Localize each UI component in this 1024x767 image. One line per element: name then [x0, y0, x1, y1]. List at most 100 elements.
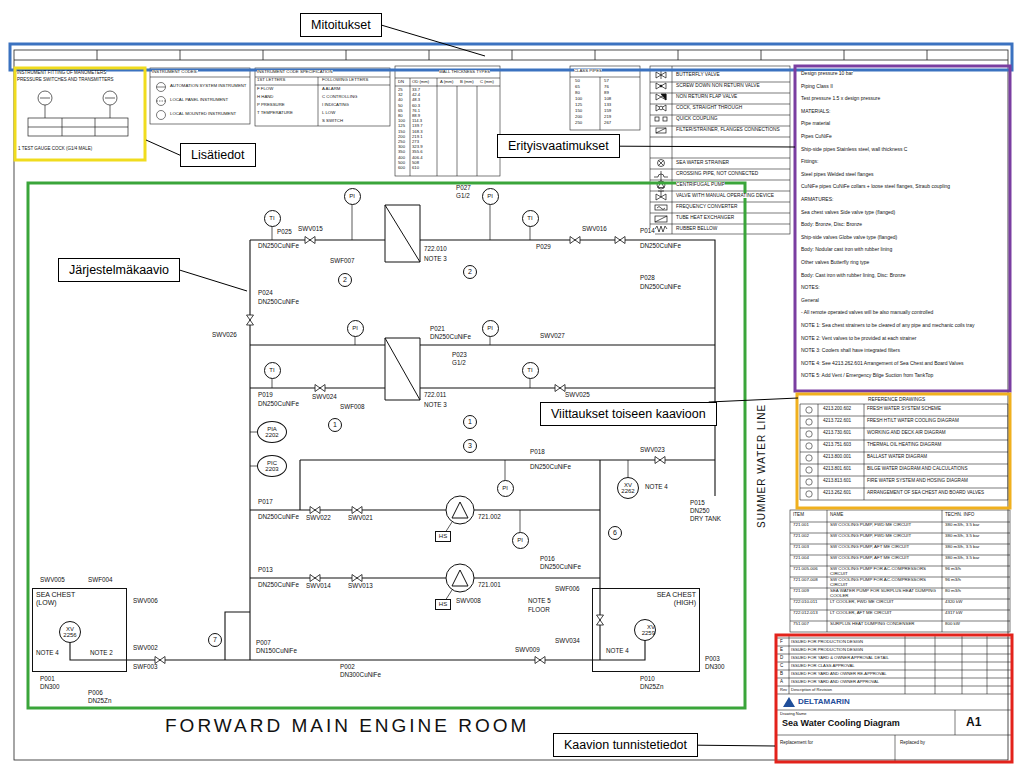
requirement-note: NOTE 4: See 4213.262.601 Arrangement of …: [801, 361, 964, 367]
valve-symbol: [535, 657, 545, 664]
requirement-note: Other valves Butterfly ring type: [801, 260, 869, 266]
hand-switch-box: HS: [435, 531, 451, 542]
leader-line: [709, 398, 798, 402]
instrument-balloon: TI: [522, 210, 539, 227]
instrument-balloon: PI: [344, 188, 361, 205]
reference-cell: 4213.262.601: [823, 490, 851, 495]
pipework: [250, 577, 600, 578]
pipe-tag: SWV016: [582, 226, 607, 233]
table-cell: I INDICATING: [322, 103, 349, 108]
table-cell: 76.1: [412, 109, 420, 114]
pipe-tag: NOTE 3: [424, 402, 447, 409]
pipe-tag: P018: [530, 449, 545, 456]
callout-number: 7: [208, 633, 222, 647]
table-cell: 168.3: [412, 130, 422, 135]
legend-symbol: [661, 94, 666, 100]
legend-text: NON RETURN FLAP VALVE: [676, 94, 737, 99]
node-text: HS: [439, 533, 447, 539]
table-cell: 125: [575, 103, 582, 108]
pipe-tag: NOTE 2: [90, 650, 113, 657]
pipe-tag: DN250CuNiFe: [540, 564, 581, 571]
table-cell: 250: [575, 121, 582, 126]
requirement-note: Ship-side valves Globe valve type (flang…: [801, 235, 897, 241]
instrument-code-table: [150, 77, 250, 78]
table-cell: 25: [398, 88, 403, 93]
leader-line: [620, 146, 795, 148]
legend-symbol: [656, 128, 666, 133]
node-text: XV 2256: [63, 626, 76, 639]
node-text: Järjestelmäkaavio: [69, 263, 169, 277]
table-cell: 150: [575, 109, 582, 114]
wall-thickness-table: [395, 66, 500, 176]
legend-symbol: [656, 128, 666, 133]
pipe-tag: SWV026: [212, 332, 237, 339]
table-cell: 100: [575, 97, 582, 102]
symbol-legend-table: [650, 66, 790, 234]
title-block-cell: D: [780, 656, 783, 661]
table-cell: INSTRUMENT CODE SPECIFICATION: [257, 70, 333, 75]
instrument-balloon: TI: [522, 362, 539, 379]
node-text: TI: [527, 215, 532, 221]
pipe-tag: 721.001: [478, 582, 501, 589]
valve-symbol: [305, 237, 315, 244]
pipe-tag: SWV013: [348, 583, 373, 590]
requirement-note: NOTE 2: Vent valves to be provided at ea…: [801, 336, 916, 342]
table-cell: 108: [604, 97, 611, 102]
table-cell: 139.7: [412, 124, 422, 129]
table-cell: LT COOLER, AFT ME CIRCUIT: [830, 611, 938, 616]
reference-cell: 4213.813.601: [823, 478, 851, 483]
pipe-tag: DN250CuNiFe: [640, 243, 681, 250]
waterline-label: SUMMER WATER LINE: [756, 404, 767, 528]
hand-switch-box: HS: [435, 599, 451, 610]
table-cell: H HAND: [257, 95, 273, 100]
company-logo: [783, 697, 795, 707]
pipe-tag: P029: [536, 244, 551, 251]
pipe-tag: SWF004: [88, 577, 113, 584]
code-specification-table: [255, 68, 390, 126]
table-cell: 380 m3/h, 3.5 bar: [945, 556, 979, 561]
table-cell: 380 m3/h, 3.5 bar: [945, 534, 979, 539]
reference-table: [800, 404, 1008, 500]
table-cell: C CONTROLLING: [322, 95, 357, 100]
table-cell: 219.1: [412, 135, 422, 140]
pipe-tag: NOTE 4: [645, 484, 668, 491]
sheet-frame: [14, 50, 1008, 60]
table-cell: A (mm): [440, 80, 454, 85]
table-cell: 273: [412, 140, 419, 145]
node-text: TI: [269, 215, 274, 221]
sea-chest: SEA CHEST (LOW) XV 2256: [32, 588, 127, 672]
annotation-callout: Erityisvaatimukset: [497, 134, 620, 158]
sheet-size: A1: [966, 716, 981, 729]
annotation-callout: Viittaukset toiseen kaavioon: [540, 402, 717, 426]
highlight-frame: [797, 394, 1010, 508]
table-cell: 60.3: [412, 104, 420, 109]
node-text: PIA 2202: [265, 426, 278, 439]
node-text: Kaavion tunnistetiedot: [564, 738, 687, 752]
pipework: [70, 240, 715, 660]
table-cell: 721.009: [793, 589, 809, 594]
table-cell: CLASS PIPES: [574, 69, 602, 74]
table-cell: 125: [398, 124, 405, 129]
valve-symbol: [315, 385, 325, 392]
node-text: 3: [468, 442, 472, 449]
company-logo-text: DELTAMARIN: [798, 698, 850, 707]
requirement-note: - All remote operated valves will be als…: [801, 310, 933, 316]
legend-symbol: [656, 94, 666, 100]
valve-actuator-balloon: XV 2259: [634, 619, 656, 641]
pipe-tag: SWV022: [306, 515, 331, 522]
reference-cell: 4213.751.603: [823, 442, 851, 447]
instrument-fitting-sketch: [28, 91, 128, 136]
pipe-tag: SWV006: [133, 598, 158, 605]
table-cell: ITEM: [793, 512, 804, 517]
reference-table: [806, 455, 812, 461]
node-text: SEA CHEST (LOW): [36, 591, 82, 606]
requirement-note: NOTE 1: Sea chest strainers to be cleare…: [801, 323, 974, 329]
sketch-note: INSTRUMENT FITTING OF MANOMETERS: [17, 71, 106, 76]
node-text: 7: [213, 636, 217, 643]
pipe-tag: SWF008: [340, 404, 365, 411]
legend-symbol: [654, 71, 668, 232]
reference-cell: THERMAL OIL HEATING DIAGRAM: [867, 442, 941, 447]
annotation-callout: Kaavion tunnistetiedot: [553, 733, 698, 757]
control-balloon: PIC 2203: [257, 455, 287, 477]
table-cell: 380 m3/h, 3.5 bar: [945, 523, 979, 528]
